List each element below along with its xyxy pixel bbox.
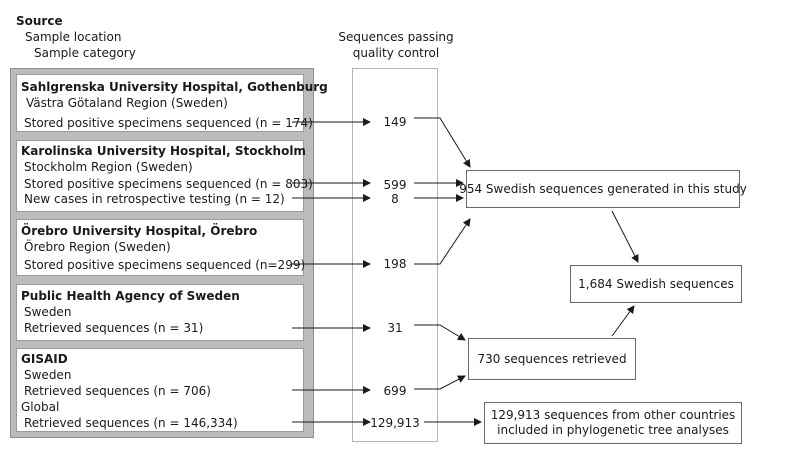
source-region: Sweden (24, 305, 72, 319)
source-region: Stockholm Region (Sweden) (24, 160, 193, 174)
source-region: Örebro Region (Sweden) (24, 240, 171, 254)
sample-category: Retrieved sequences (n = 706) (24, 384, 211, 398)
qc-count: 699 (383, 384, 407, 398)
qc-count: 31 (387, 321, 403, 335)
source-region: Västra Götaland Region (Sweden) (26, 96, 228, 110)
sample-category: Stored positive specimens sequenced (n =… (24, 177, 313, 191)
quality-control-column (352, 68, 438, 442)
generated-sequences-box: 954 Swedish sequences generated in this … (459, 170, 747, 208)
source-heading: Source (16, 14, 63, 28)
source-box-sahlgrenska (16, 74, 304, 132)
qc-count: 8 (391, 192, 399, 206)
other-countries-line1: 129,913 sequences from other countries (490, 408, 736, 422)
arrow-699-to-retrieved (414, 375, 466, 390)
qc-count: 149 (383, 115, 407, 129)
arrow-198-to-generated (414, 218, 471, 265)
other-countries-box: 129,913 sequences from other countries i… (484, 402, 742, 444)
qc-count: 198 (383, 257, 407, 271)
source-name: GISAID (21, 352, 68, 366)
source-name: Public Health Agency of Sweden (21, 289, 240, 303)
column-title-line2: quality control (352, 46, 440, 60)
qc-count: 129,913 (370, 416, 420, 430)
swedish-total-label: 1,684 Swedish sequences (578, 276, 734, 291)
other-countries-line2: included in phylogenetic tree analyses (497, 423, 729, 437)
retrieved-sequences-label: 730 sequences retrieved (477, 351, 627, 366)
source-box-gisaid (16, 348, 304, 432)
qc-count: 599 (383, 178, 407, 192)
source-region: Sweden (24, 368, 72, 382)
sample-category: Retrieved sequences (n = 31) (24, 321, 204, 335)
source-region-global: Global (21, 400, 60, 414)
sample-location-heading: Sample location (25, 30, 122, 44)
arrow-149-to-generated (414, 117, 471, 168)
source-box-karolinska (16, 140, 304, 212)
retrieved-sequences-box: 730 sequences retrieved (468, 338, 636, 380)
source-box-public-health-agency (16, 284, 304, 341)
sample-category: Retrieved sequences (n = 146,334) (24, 416, 238, 430)
column-title-line1: Sequences passing (338, 30, 454, 44)
sample-category-heading: Sample category (34, 46, 136, 60)
sample-category: Stored positive specimens sequenced (n=2… (24, 258, 306, 272)
source-name: Örebro University Hospital, Örebro (21, 224, 258, 238)
source-box-orebro (16, 219, 304, 276)
sample-category: New cases in retrospective testing (n = … (24, 192, 285, 206)
sample-category: Stored positive specimens sequenced (n =… (24, 116, 313, 130)
arrow-generated-to-total (611, 210, 639, 263)
source-name: Sahlgrenska University Hospital, Gothenb… (21, 80, 328, 94)
generated-sequences-label: 954 Swedish sequences generated in this … (459, 181, 747, 196)
swedish-total-box: 1,684 Swedish sequences (570, 265, 742, 303)
source-name: Karolinska University Hospital, Stockhol… (21, 144, 306, 158)
arrow-31-to-retrieved (414, 324, 466, 341)
arrow-retrieved-to-total (611, 305, 635, 337)
